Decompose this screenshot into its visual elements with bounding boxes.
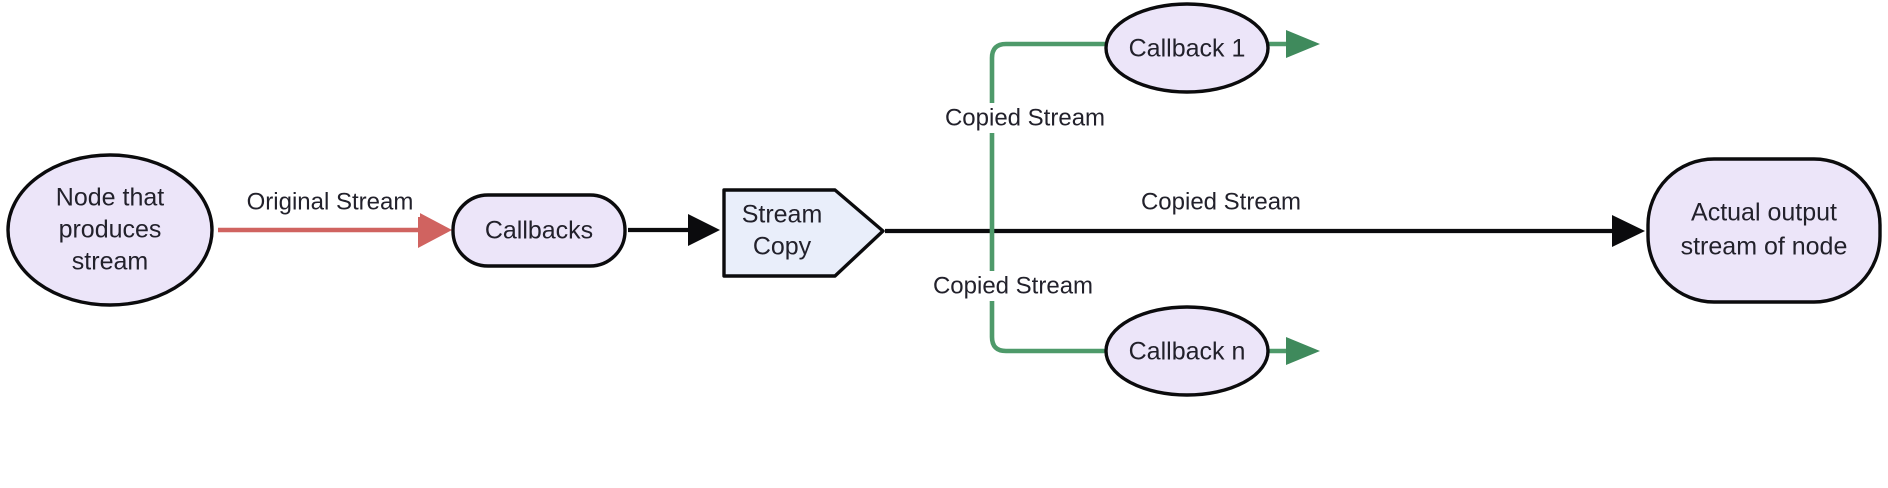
- edge-label-copied-stream-main-bg: [1138, 187, 1304, 217]
- edge-original-stream-arrowhead: [418, 212, 452, 248]
- node-output-stream-label-line2: stream of node: [1681, 233, 1848, 261]
- node-callback-n-shape[interactable]: [1104, 305, 1270, 397]
- edge-copied-stream-main: [885, 215, 1645, 247]
- edge-label-copied-stream-top-text: Copied Stream: [945, 104, 1105, 131]
- node-source[interactable]: Node that produces stream: [6, 153, 214, 307]
- node-output-stream[interactable]: Actual output stream of node: [1646, 157, 1882, 304]
- node-stream-copy-label-line2: Copy: [753, 233, 812, 261]
- edge-copied-stream-callbackn-arrowhead: [1286, 337, 1320, 365]
- node-output-stream-shape[interactable]: [1646, 157, 1882, 304]
- edge-label-copied-stream-top: Copied Stream: [942, 103, 1108, 133]
- node-callbacks-shape[interactable]: [451, 193, 627, 268]
- node-stream-copy-label-line1: Stream: [742, 201, 823, 229]
- node-stream-copy-shape[interactable]: [722, 188, 885, 278]
- edge-label-copied-stream-main: Copied Stream: [1138, 187, 1304, 217]
- node-source-label-line2: produces: [59, 216, 162, 244]
- edge-copied-stream-callbackn-line: [989, 231, 1288, 354]
- node-source-label-line3: stream: [72, 248, 148, 276]
- node-callbacks-label: Callbacks: [485, 217, 593, 245]
- node-callback-1-shape[interactable]: [1104, 2, 1270, 94]
- edge-copied-stream-callback1: [989, 30, 1320, 231]
- node-output-stream-label-line1: Actual output: [1691, 199, 1837, 227]
- node-callbacks[interactable]: Callbacks: [451, 193, 627, 268]
- edge-label-copied-stream-bottom-text: Copied Stream: [933, 272, 1093, 299]
- edge-copied-stream-callbackn: [989, 231, 1320, 365]
- edge-label-original-stream-bg: [240, 187, 420, 217]
- node-source-label-line1: Node that: [56, 184, 164, 212]
- node-callback-1-label: Callback 1: [1129, 35, 1246, 63]
- edge-label-copied-stream-top-bg: [942, 103, 1108, 133]
- edge-copied-stream-callback1-line: [989, 41, 1288, 231]
- edge-copied-stream-callback1-arrowhead: [1286, 30, 1320, 58]
- edge-label-copied-stream-main-text: Copied Stream: [1141, 188, 1301, 215]
- edge-label-original-stream-text: Original Stream: [247, 188, 414, 215]
- edge-label-original-stream: Original Stream: [240, 187, 420, 217]
- node-stream-copy[interactable]: Stream Copy: [722, 188, 885, 278]
- node-source-shape[interactable]: [6, 153, 214, 307]
- node-callback-1[interactable]: Callback 1: [1104, 2, 1270, 94]
- node-callback-n[interactable]: Callback n: [1104, 305, 1270, 397]
- edge-copied-stream-main-arrowhead: [1612, 215, 1645, 247]
- node-callback-n-label: Callback n: [1129, 338, 1246, 366]
- edge-callbacks-to-streamcopy: [628, 214, 720, 246]
- edge-callbacks-to-streamcopy-arrowhead: [688, 214, 720, 246]
- edge-original-stream: [218, 212, 452, 248]
- edge-label-copied-stream-bottom-bg: [930, 271, 1096, 301]
- edge-label-copied-stream-bottom: Copied Stream: [930, 271, 1096, 301]
